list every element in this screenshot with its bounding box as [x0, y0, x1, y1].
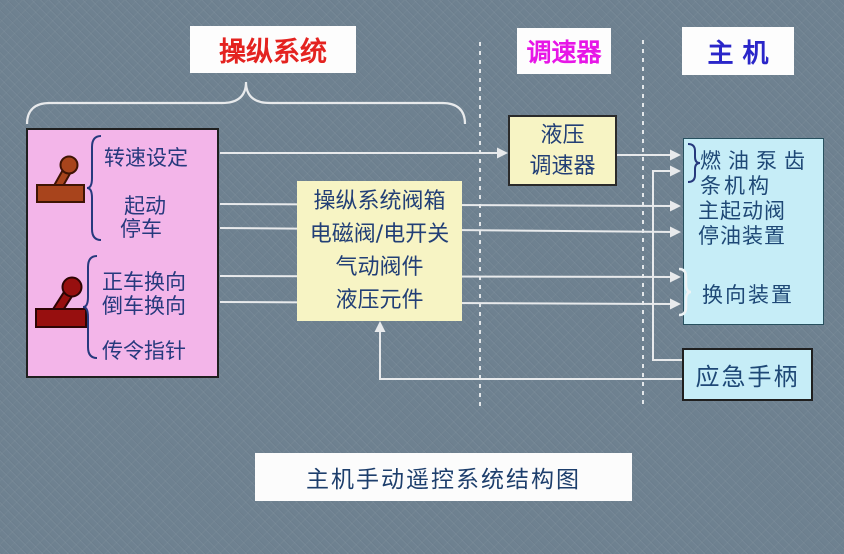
brace-right-icon	[687, 143, 701, 183]
brace-right-icon	[678, 267, 692, 317]
hydraulic-governor-line: 调速器	[529, 153, 596, 179]
valve-box: 操纵系统阀箱 电磁阀/电开关 气动阀件 液压元件	[297, 181, 462, 321]
console-label-ahead-reversing: 正车换向	[102, 270, 186, 294]
engine-actuators-box: 燃油泵齿 条机构 主起动阀 停油装置 换向装置	[678, 138, 824, 325]
main-engine-title: 主 机	[682, 27, 794, 75]
emergency-handle-label: 应急手柄	[695, 363, 800, 391]
hydraulic-governor-line: 液压	[540, 122, 585, 148]
lever-icon	[35, 276, 87, 328]
arrowhead-icon	[374, 321, 386, 332]
operating-system-title: 操纵系统	[190, 26, 356, 73]
valve-box-line: 气动阀件	[335, 255, 424, 280]
engine-label-fuel-pump-rack: 燃油泵齿	[700, 149, 812, 173]
engine-label-fuel-cut-device: 停油装置	[698, 224, 786, 248]
brace-left-icon	[82, 255, 98, 359]
console-label-astern-reversing: 倒车换向	[102, 294, 186, 318]
over-brace-icon	[25, 81, 467, 125]
arrowhead-icon	[497, 147, 508, 159]
lever-icon	[36, 155, 85, 203]
console-label-telegraph-pointer: 传令指针	[102, 339, 186, 363]
arrowhead-icon	[670, 149, 681, 161]
emergency-handle-box: 应急手柄	[682, 348, 813, 401]
brace-left-icon	[86, 135, 102, 241]
arrowhead-icon	[670, 226, 681, 238]
valve-box-line: 操纵系统阀箱	[313, 189, 446, 214]
valve-box-line: 液压元件	[335, 288, 424, 313]
governor-title: 调速器	[517, 28, 611, 74]
valve-box-line: 电磁阀/电开关	[309, 222, 450, 247]
arrowhead-icon	[670, 271, 681, 283]
console-label-start: 起动	[124, 194, 166, 218]
hydraulic-governor-box: 液压 调速器	[508, 115, 617, 186]
engine-label-fuel-pump-rack2: 条机构	[700, 174, 772, 198]
console-label-speed-setting: 转速设定	[104, 146, 188, 170]
engine-label-reversing-device: 换向装置	[702, 283, 794, 307]
control-console-box: 转速设定 起动 停车 正车换向 倒车换向 传令指针	[26, 128, 219, 378]
arrowhead-icon	[670, 298, 681, 310]
caption-text: 主机手动遥控系统结构图	[306, 467, 581, 493]
engine-label-main-starting-valve: 主起动阀	[698, 199, 786, 223]
caption-box: 主机手动遥控系统结构图	[255, 453, 632, 501]
console-label-stop: 停车	[120, 217, 162, 241]
arrowhead-icon	[670, 200, 681, 212]
arrowhead-icon	[670, 165, 681, 177]
